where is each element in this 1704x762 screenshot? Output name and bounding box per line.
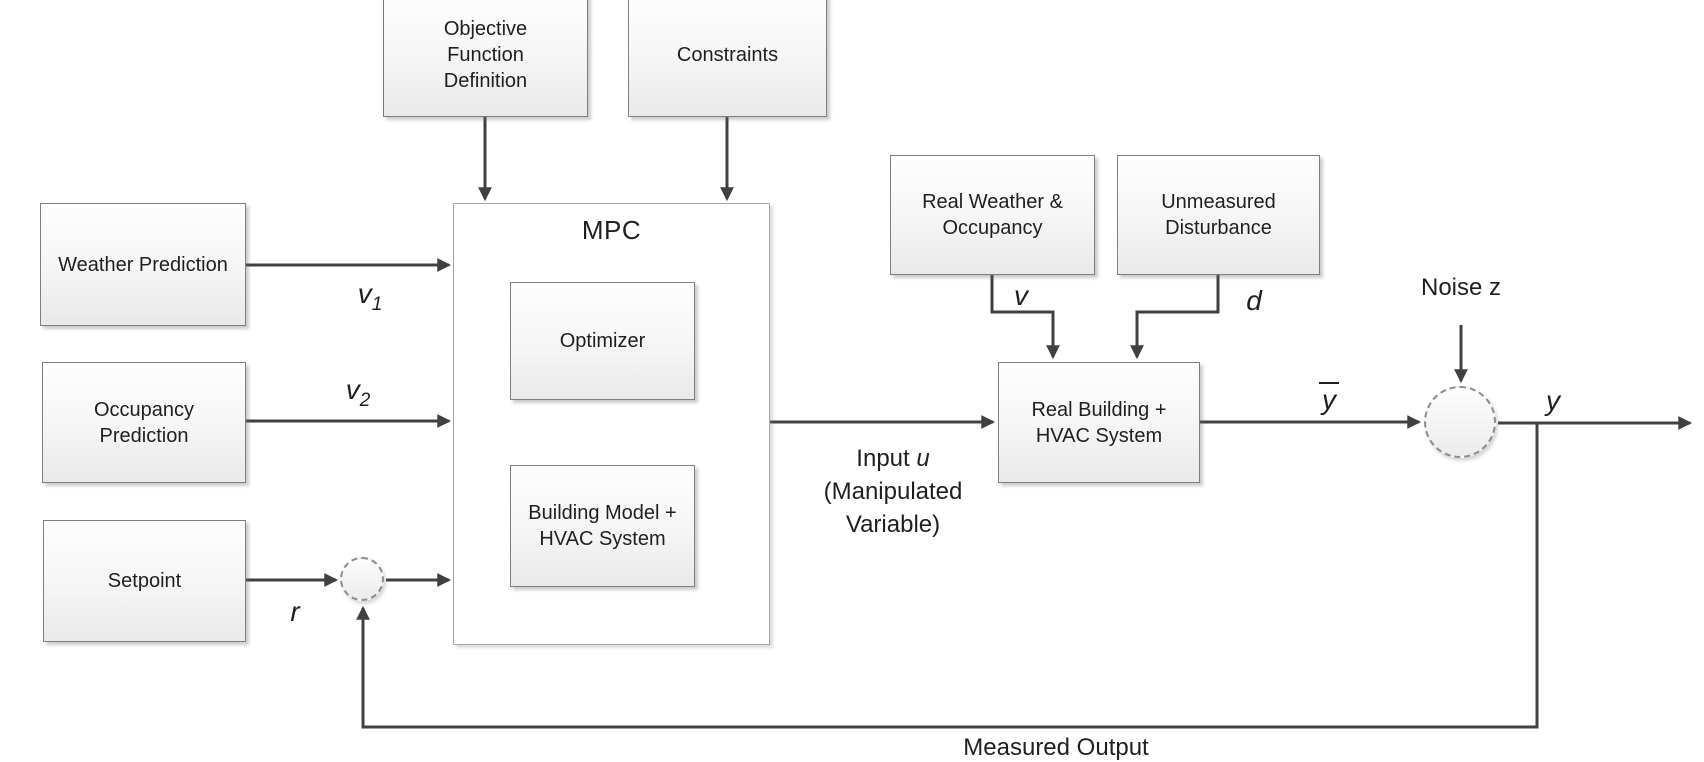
node-real-weather-occupancy: Real Weather & Occupancy — [890, 155, 1095, 275]
input-u-annotation: Input u (Manipulated Variable) — [768, 442, 1018, 541]
signal-label-d: d — [1246, 285, 1262, 316]
input-line3: Variable) — [845, 511, 941, 538]
node-label: Setpoint — [107, 570, 182, 592]
node-label: Unmeasured Disturbance — [1161, 191, 1276, 239]
node-label: Occupancy Prediction — [93, 398, 195, 447]
node-label: Real Weather & Occupancy — [922, 191, 1063, 239]
node-label: Building Model + HVAC System — [528, 502, 677, 550]
feedback-measured-output — [356, 423, 1539, 729]
node-building-model: Building Model + HVAC System — [510, 465, 695, 587]
signal-label-y: y — [1546, 385, 1560, 416]
input-var: u — [916, 445, 930, 472]
node-label: Constraints — [676, 43, 779, 66]
input-word: Input — [856, 445, 917, 472]
node-label: Objective Function Definition — [443, 17, 528, 92]
signal-label-v: v — [1014, 280, 1028, 311]
node-label: Weather Prediction — [58, 253, 228, 276]
node-label: Real Building + HVAC System — [1031, 398, 1167, 447]
node-unmeasured-disturbance: Unmeasured Disturbance — [1117, 155, 1320, 275]
node-label: Optimizer — [559, 330, 646, 352]
summing-junction-setpoint — [340, 557, 384, 601]
arrow-disturbance-to-building — [1130, 275, 1220, 360]
node-constraints: Constraints — [628, 0, 827, 117]
noise-label: Noise z — [1420, 274, 1502, 301]
signal-label-r: r — [290, 596, 300, 627]
signal-label-ybar: y — [1319, 382, 1339, 416]
input-line2: (Manipulated — [823, 478, 963, 505]
measured-output-label: Measured Output — [963, 734, 1149, 761]
signal-label-v1: v1 — [357, 278, 383, 315]
arrow-realweather-to-building — [990, 275, 1060, 360]
node-objective-function: Objective Function Definition — [383, 0, 588, 117]
node-real-building: Real Building + HVAC System — [998, 362, 1200, 483]
summing-junction-noise — [1424, 386, 1496, 458]
node-optimizer: Optimizer — [510, 282, 695, 400]
signal-label-v2: v2 — [345, 374, 371, 411]
node-occupancy-prediction: Occupancy Prediction — [42, 362, 246, 483]
mpc-title: MPC — [581, 215, 642, 245]
node-weather-prediction: Weather Prediction — [40, 203, 246, 326]
node-setpoint: Setpoint — [43, 520, 246, 642]
